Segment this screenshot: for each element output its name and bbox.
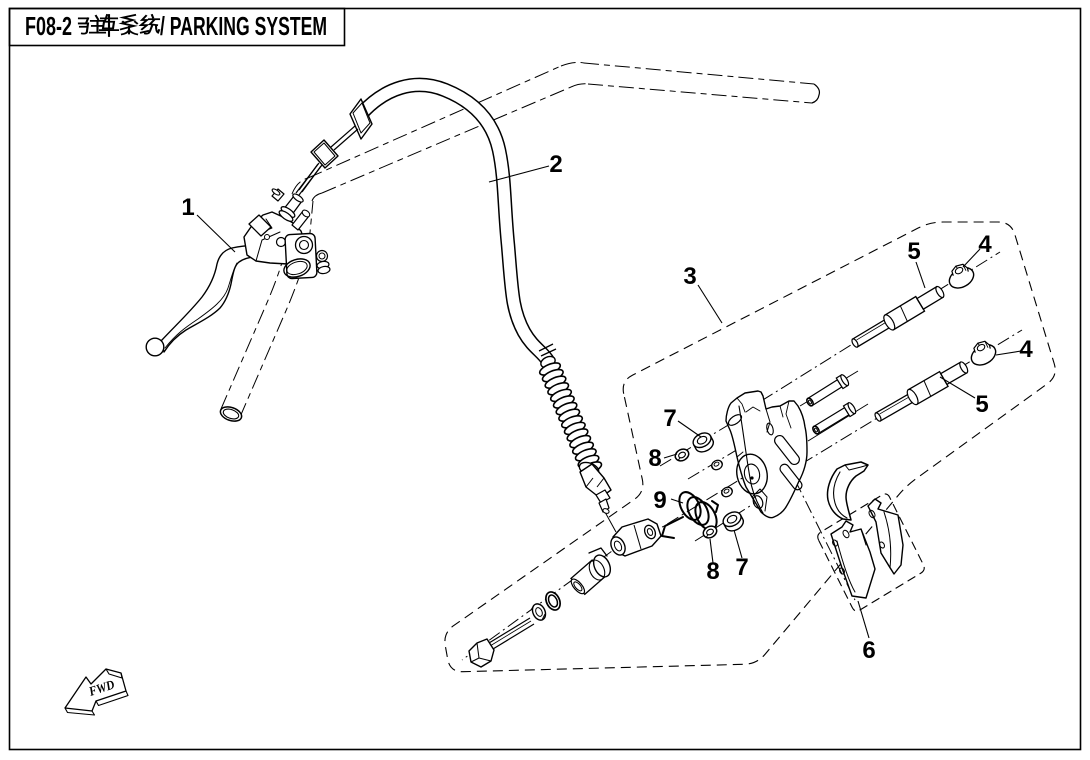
svg-text:9: 9	[653, 487, 666, 514]
svg-text:8: 8	[706, 558, 719, 585]
svg-text:7: 7	[735, 554, 748, 581]
svg-text:3: 3	[683, 263, 696, 290]
svg-text:6: 6	[862, 637, 875, 664]
svg-text:5: 5	[975, 391, 988, 418]
svg-text:/ PARKING SYSTEM: / PARKING SYSTEM	[160, 11, 327, 41]
svg-text:4: 4	[978, 231, 992, 258]
svg-text:1: 1	[181, 194, 194, 221]
svg-text:7: 7	[663, 405, 676, 432]
svg-text:8: 8	[648, 445, 661, 472]
svg-text:2: 2	[549, 151, 562, 178]
svg-text:4: 4	[1019, 336, 1033, 363]
svg-text:5: 5	[907, 238, 920, 265]
svg-text:F08-2: F08-2	[25, 11, 72, 41]
